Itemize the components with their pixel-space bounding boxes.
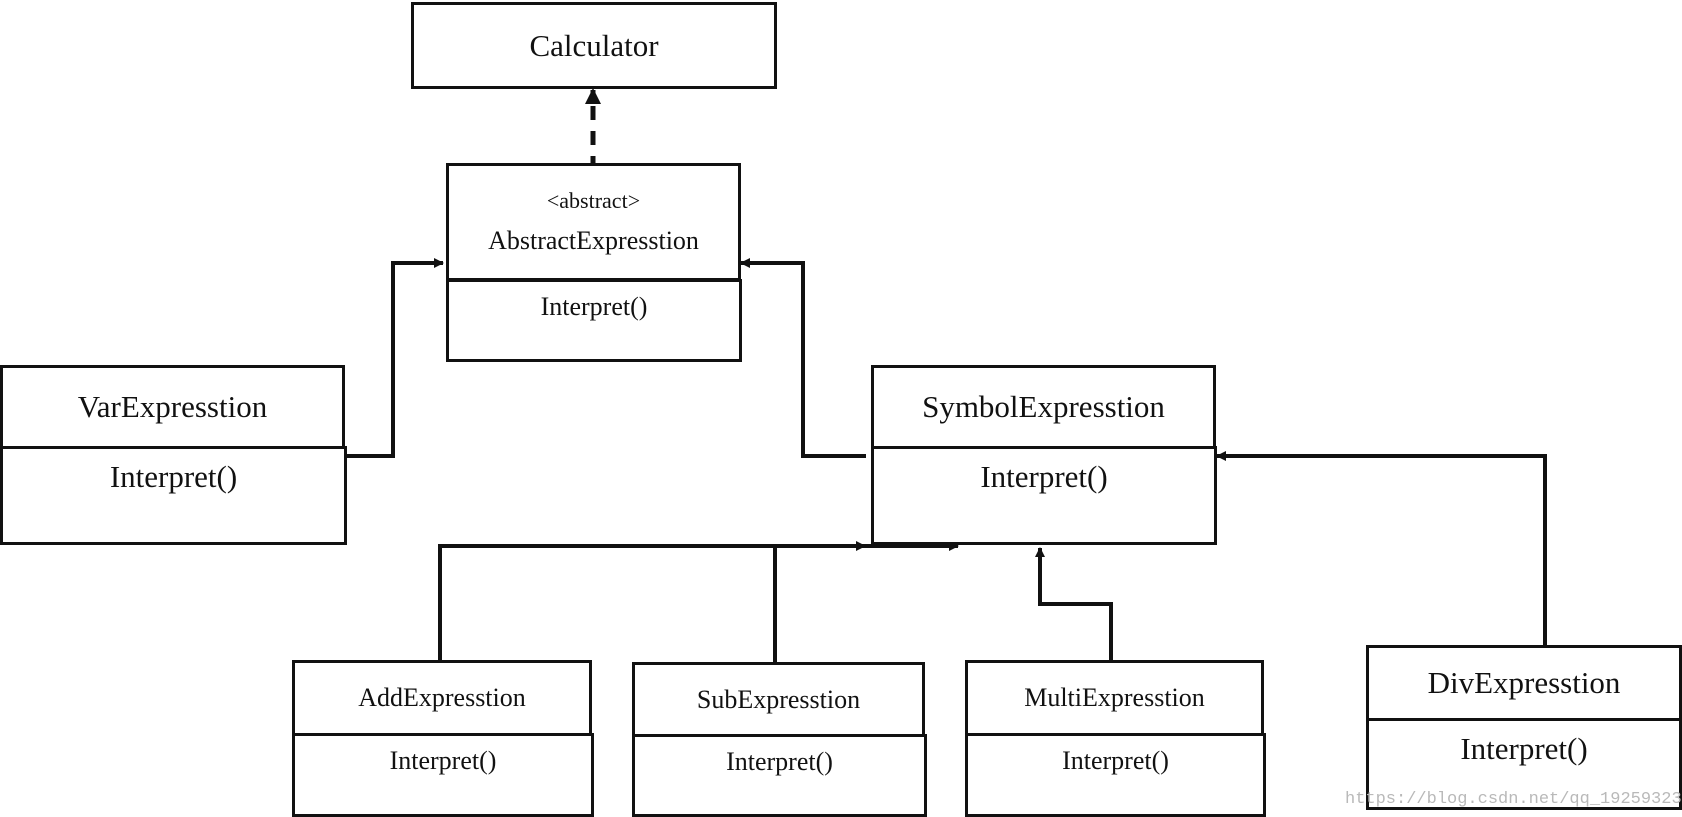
div-expression-method: Interpret() <box>1460 731 1588 766</box>
div-expression-class-header: DivExpresstion <box>1366 645 1682 721</box>
var-expression-method: Interpret() <box>109 459 238 494</box>
sub-expression-method: Interpret() <box>726 747 833 776</box>
abstract-expression-class-header: <abstract> AbstractExpresstion <box>446 163 741 281</box>
edge-symbol-to-abstract <box>740 258 866 458</box>
add-expression-method: Interpret() <box>389 746 497 775</box>
edge-var-to-abstract <box>345 258 444 458</box>
edge-div-to-symbol <box>1216 451 1547 645</box>
sub-expression-class-header: SubExpresstion <box>632 662 925 737</box>
div-expression-name: DivExpresstion <box>1427 665 1621 701</box>
abstract-expression-methods: Interpret() <box>446 279 742 362</box>
abstract-expression-name: AbstractExpresstion <box>488 225 699 255</box>
multi-expression-class-header: MultiExpresstion <box>965 660 1264 736</box>
calculator-class: Calculator <box>411 2 777 89</box>
sub-expression-methods: Interpret() <box>632 734 927 817</box>
edge-add-to-symbol <box>438 541 959 660</box>
multi-expression-name: MultiExpresstion <box>1024 683 1205 713</box>
symbol-expression-method: Interpret() <box>980 459 1108 494</box>
var-expression-class-header: VarExpresstion <box>0 365 345 449</box>
add-expression-methods: Interpret() <box>292 733 594 817</box>
edge-sub-to-symbol <box>773 541 866 662</box>
edge-multi-to-symbol <box>1035 547 1113 660</box>
var-expression-methods: Interpret() <box>0 446 347 545</box>
symbol-expression-name: SymbolExpresstion <box>922 389 1165 425</box>
abstract-stereotype: <abstract> <box>546 188 641 214</box>
sub-expression-name: SubExpresstion <box>696 684 861 714</box>
div-expression-methods: Interpret() <box>1366 718 1682 810</box>
watermark-text: https://blog.csdn.net/qq_19259323 <box>1345 790 1682 809</box>
multi-expression-methods: Interpret() <box>965 733 1266 817</box>
multi-expression-method: Interpret() <box>1062 746 1169 775</box>
var-expression-name: VarExpresstion <box>77 389 268 425</box>
symbol-expression-methods: Interpret() <box>871 446 1217 545</box>
add-expression-name: AddExpresstion <box>358 683 526 713</box>
abstract-expression-method: Interpret() <box>540 292 648 321</box>
calculator-name: Calculator <box>529 27 659 63</box>
add-expression-class-header: AddExpresstion <box>292 660 592 736</box>
symbol-expression-class-header: SymbolExpresstion <box>871 365 1216 449</box>
